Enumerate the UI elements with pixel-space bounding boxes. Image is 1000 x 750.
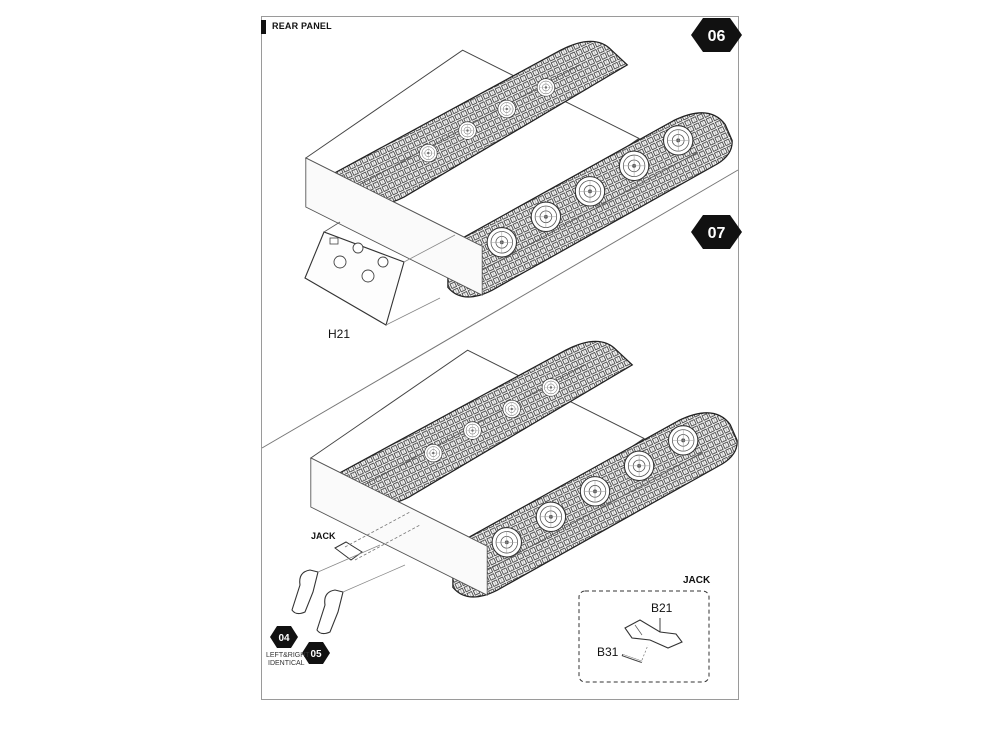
jack-detail-box	[578, 590, 710, 683]
step-badge-06: 06	[691, 18, 742, 52]
section-title: REAR PANEL	[272, 21, 332, 31]
step-number-07: 07	[708, 225, 726, 242]
step-number-06: 06	[708, 28, 726, 45]
part-label-b31: B31	[597, 645, 619, 659]
step-divider	[261, 169, 739, 449]
tow-hook-05	[316, 564, 406, 635]
tow-hook-04	[291, 544, 381, 615]
identical-note-line1: LEFT&RIGHT	[266, 652, 310, 659]
ref-badge-04: 04	[270, 626, 298, 648]
jack-detail-title: JACK	[683, 575, 711, 586]
identical-note: LEFT&RIGHT IDENTICAL	[266, 652, 310, 668]
part-label-h21: H21	[328, 327, 351, 341]
ref-badge-05: 05	[302, 642, 330, 664]
jack-detail-part	[621, 618, 683, 664]
rear-panel-h21	[304, 221, 456, 326]
ref-number-04: 04	[278, 633, 290, 644]
identical-note-line2: IDENTICAL	[268, 660, 305, 667]
part-label-jack: JACK	[311, 531, 336, 541]
ref-number-05: 05	[310, 649, 322, 660]
section-marker	[261, 20, 266, 34]
step-07-chassis	[311, 341, 737, 597]
step-badge-07: 07	[691, 215, 742, 249]
part-label-b21: B21	[651, 601, 673, 615]
